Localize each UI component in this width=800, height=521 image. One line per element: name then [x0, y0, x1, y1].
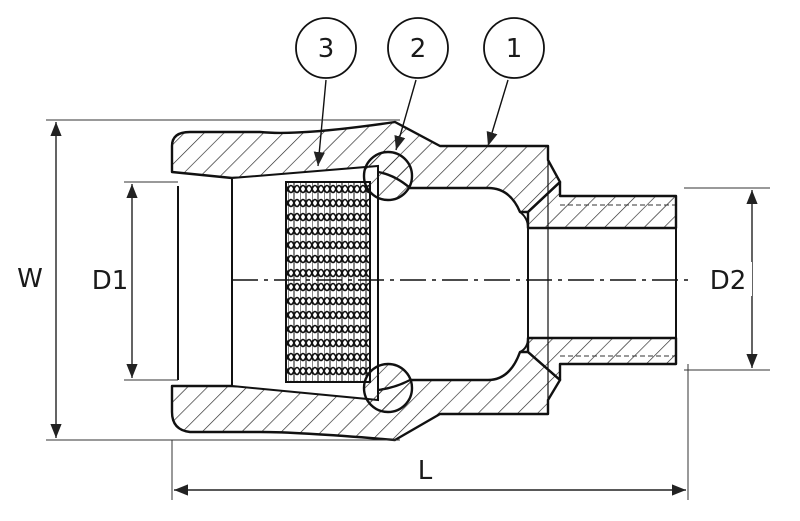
balloon-2-label: 2	[410, 34, 427, 64]
dimension-l-label: L	[418, 456, 433, 486]
dimension-d1-label: D1	[92, 266, 129, 296]
dimension-l: L	[171, 364, 689, 500]
seal-ring-bottom	[362, 362, 414, 414]
dimension-d2: D2	[684, 187, 770, 371]
dimension-w-label: W	[17, 264, 43, 294]
balloon-1: 1	[483, 17, 545, 79]
balloon-3: 3	[295, 17, 357, 79]
balloon-2: 2	[387, 17, 449, 79]
dimension-w: W	[12, 119, 400, 441]
dimension-d2-label: D2	[710, 266, 747, 296]
balloon-3-label: 3	[318, 34, 335, 64]
seal-ring-top	[362, 150, 414, 202]
leader-2	[394, 79, 417, 151]
leader-3	[313, 79, 327, 167]
inner-bore	[177, 186, 529, 380]
dimension-d1: D1	[86, 181, 178, 381]
strainer-mesh	[285, 181, 371, 383]
leader-1	[486, 79, 509, 147]
balloon-1-label: 1	[506, 34, 523, 64]
